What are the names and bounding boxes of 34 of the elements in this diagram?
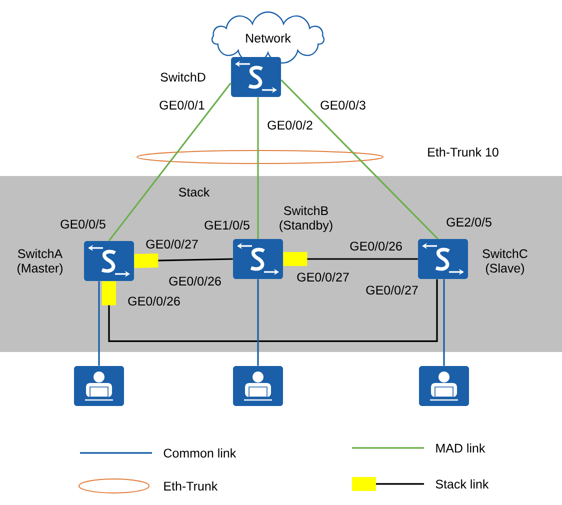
link-line — [280, 79, 438, 240]
port-label: GE1/0/5 — [204, 220, 250, 230]
switch-label: SwitchD — [160, 72, 206, 82]
port-label: GE2/0/5 — [446, 217, 492, 227]
switch-label: SwitchA (Master) — [18, 248, 63, 276]
port-label: GE0/0/1 — [160, 100, 204, 110]
port-label: GE0/0/26 — [169, 276, 221, 286]
link-line — [108, 82, 232, 242]
trunk-label: Eth-Trunk 10 — [428, 147, 498, 157]
legend-label: MAD link — [436, 443, 486, 453]
link-line — [98, 281, 100, 366]
link-line — [257, 97, 259, 239]
port-label: GE0/0/26 — [350, 241, 402, 251]
link-line — [257, 279, 259, 366]
port-label: GE0/0/27 — [146, 239, 198, 249]
switch-label: SwitchC (Slave) — [482, 248, 528, 276]
port-label: GE0/0/26 — [128, 296, 180, 306]
user-terminal-icon — [74, 366, 124, 406]
stack-link — [102, 279, 438, 342]
port-label: GE0/0/3 — [320, 100, 366, 110]
port-label: GE0/0/27 — [297, 272, 349, 282]
stack-link — [134, 254, 233, 268]
port-label: GE0/0/2 — [268, 120, 312, 130]
legend-label: Common link — [164, 448, 236, 458]
cloud: Network — [211, 11, 325, 64]
port-label: GE0/0/27 — [366, 285, 418, 295]
legend-label: Stack link — [436, 479, 489, 489]
stack-link — [283, 252, 418, 266]
user-terminal-icon — [233, 366, 283, 406]
user-terminal-icon — [419, 366, 469, 406]
port-label: GE0/0/5 — [60, 219, 106, 229]
legend-label: Eth-Trunk — [164, 481, 218, 491]
switch-label: SwitchB (Standby) — [280, 206, 332, 232]
link-line — [443, 279, 445, 366]
